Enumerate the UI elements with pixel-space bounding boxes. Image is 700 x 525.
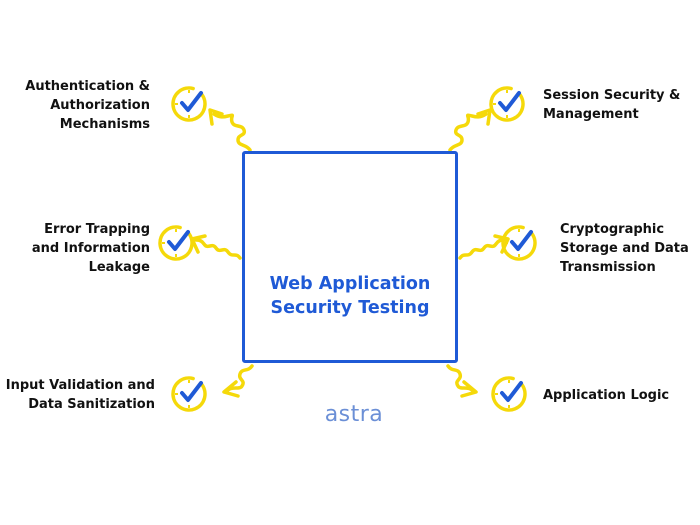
arrow-auth (212, 112, 252, 152)
label-crypto-line-2: Storage and Data (560, 241, 689, 256)
label-crypto: Cryptographic Storage and Data Transmiss… (560, 220, 689, 277)
label-logic-line-1: Application Logic (543, 388, 670, 403)
center-box: Web Application Security Testing (242, 151, 458, 363)
center-title-line-2: Security Testing (270, 298, 430, 318)
check-clock-icon-auth (171, 86, 207, 122)
check-clock-icon-logic (491, 376, 527, 412)
label-error-line-1: Error Trapping (44, 222, 150, 237)
label-error-line-2: and Information (31, 241, 150, 256)
label-crypto-line-3: Transmission (560, 260, 656, 275)
arrow-logic (446, 364, 474, 392)
center-title: Web Application Security Testing (245, 272, 455, 320)
label-auth-line-1: Authentication & (25, 79, 150, 94)
label-error: Error Trapping and Information Leakage (32, 220, 150, 277)
check-clock-icon-error (158, 225, 194, 261)
label-session: Session Security & Management (543, 86, 680, 124)
arrow-error (194, 238, 242, 260)
label-auth-line-2: Authorization (50, 98, 150, 113)
check-clock-icon-input (171, 376, 207, 412)
arrowhead-input (222, 380, 240, 398)
check-clock-icon-crypto (501, 225, 537, 261)
label-auth: Authentication & Authorization Mechanism… (25, 77, 150, 134)
check-clock-icon-session (489, 86, 525, 122)
label-crypto-line-1: Cryptographic (560, 222, 665, 237)
arrowhead-auth (208, 108, 224, 126)
arrow-crypto (458, 238, 506, 260)
astra-logo: astra (324, 402, 384, 427)
arrow-input (226, 364, 254, 392)
label-input: Input Validation and Data Sanitization (6, 376, 155, 414)
arrowhead-logic (460, 380, 478, 398)
label-input-line-2: Data Sanitization (28, 397, 155, 412)
label-input-line-1: Input Validation and (5, 378, 155, 393)
center-title-line-1: Web Application (269, 274, 431, 294)
label-session-line-1: Session Security & (543, 88, 681, 103)
label-auth-line-3: Mechanisms (59, 117, 150, 132)
label-logic: Application Logic (543, 386, 669, 405)
label-session-line-2: Management (543, 107, 639, 122)
label-error-line-3: Leakage (88, 260, 150, 275)
arrow-session (448, 112, 488, 152)
arrowhead-session (476, 108, 492, 126)
